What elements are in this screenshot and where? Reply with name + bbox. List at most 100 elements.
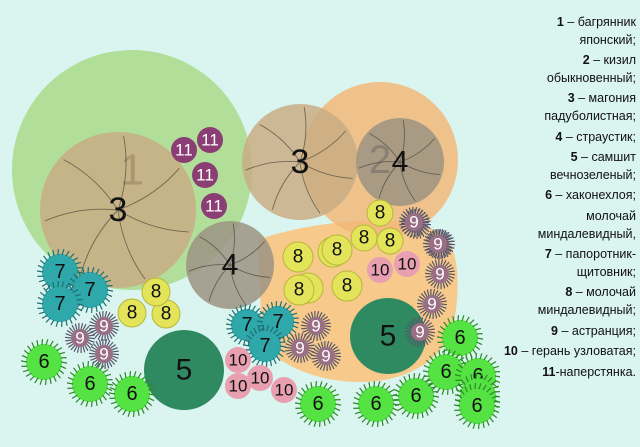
plant-branches [245, 107, 353, 214]
legend-number: 2 [582, 53, 590, 68]
legend-entry: 11-наперстянка. [500, 364, 636, 382]
plant-branches [188, 223, 270, 305]
plant-number-label: 7 [259, 335, 270, 357]
legend-entry: 1 – багрянник японский; [500, 14, 636, 49]
plant-crown [42, 286, 78, 322]
plant-number-label: 8 [294, 280, 305, 301]
plant-9a: 9 [64, 323, 96, 353]
plant-crown [405, 213, 423, 231]
plant-number-label: 8 [293, 247, 304, 268]
plant-crown [307, 317, 325, 335]
legend-entry: 9 – астранция; [500, 323, 636, 341]
plant-number-label: 6 [38, 351, 49, 373]
plant-number-label: 9 [433, 235, 442, 254]
plant-number-label: 5 [176, 354, 193, 387]
plant-number-label: 8 [359, 228, 370, 249]
plant-9d: 9 [284, 333, 316, 363]
plant-10a: 10 [367, 257, 393, 283]
plant-number-label: 4 [222, 249, 239, 282]
plant-crown [42, 254, 78, 290]
plant-number-label: 11 [196, 166, 214, 185]
plant-crown [249, 330, 281, 362]
plant-6k: 6 [453, 383, 500, 429]
plant-foliage-edge [294, 381, 342, 427]
plant-crown [283, 274, 315, 306]
plant-crown [114, 376, 150, 412]
plant-6b: 6 [66, 361, 114, 407]
plant-number-label: 6 [84, 373, 95, 395]
plant-11d: 11 [201, 193, 227, 219]
plant-5b: 5 [350, 298, 426, 374]
plant-foliage-edge [284, 333, 316, 363]
plant-number-label: 7 [272, 311, 283, 333]
plant-crown [26, 344, 62, 380]
plant-crown [429, 235, 447, 253]
plant-9f: 9 [300, 311, 332, 341]
plant-number-label: 10 [251, 369, 270, 388]
plant-7c: 7 [36, 281, 84, 327]
legend-number: 5 [570, 150, 578, 165]
plant-crown [141, 277, 171, 307]
plant-8a: 8 [117, 298, 147, 328]
plant-foliage-edge [352, 381, 400, 427]
legend-text: – самшит вечнозеленый; [550, 150, 636, 182]
plant-3b: 3 [242, 104, 358, 220]
plant-crown [367, 257, 393, 283]
plant-number-label: 9 [427, 295, 436, 314]
plant-foliage-edge [64, 323, 96, 353]
legend-entry: молочай миндалевидный, [500, 208, 636, 243]
plant-number-label: 9 [415, 323, 424, 342]
plant-6g: 6 [436, 315, 484, 361]
plant-5a: 5 [144, 330, 224, 410]
plant-crown [459, 388, 495, 424]
plant-number-label: 9 [435, 265, 444, 284]
legend-entry: 8 – молочай миндалевидный; [500, 284, 636, 319]
plant-number-label: 7 [84, 279, 95, 301]
plant-foliage-edge [422, 229, 454, 259]
plant-number-label: 3 [109, 191, 128, 229]
plant-crown [225, 373, 251, 399]
legend-entry: 5 – самшит вечнозеленый; [500, 149, 636, 184]
plant-8k: 8 [283, 274, 315, 306]
plant-crown [331, 270, 363, 302]
plant-foliage-edge [424, 259, 456, 289]
plants-layer: 1233445566666666666777777888888888888999… [12, 50, 500, 429]
plant-3a: 3 [40, 132, 196, 288]
plant-crown [321, 234, 353, 266]
plant-11c: 11 [192, 162, 218, 188]
plant-9j: 9 [416, 289, 448, 319]
plant-foliage-edge [66, 361, 114, 407]
plant-foliage-edge [404, 317, 436, 347]
plant-crown [231, 309, 263, 341]
plant-number-label: 5 [380, 320, 397, 353]
plant-11a: 11 [171, 137, 197, 163]
plant-number-label: 7 [54, 261, 65, 283]
plant-number-label: 8 [161, 304, 172, 325]
legend-text: молочай миндалевидный, [537, 208, 636, 241]
plant-foliage-edge [108, 371, 156, 417]
plant-9c: 9 [88, 339, 120, 369]
plant-number-label: 9 [295, 339, 304, 358]
plant-number-label: 11 [201, 131, 219, 150]
plant-number-label: 11 [175, 141, 193, 160]
plant-6h: 6 [422, 349, 470, 395]
legend-text: – герань узловатая; [517, 344, 636, 359]
plant-10c: 10 [225, 347, 251, 373]
plant-number-label: 11 [205, 197, 223, 216]
plant-9i: 9 [424, 259, 456, 289]
plant-10b: 10 [394, 251, 420, 277]
plant-foliage-edge [416, 289, 448, 319]
plant-crown [282, 241, 314, 273]
plant-number-label: 6 [410, 385, 421, 407]
plant-foliage-edge [36, 281, 84, 327]
plant-6a: 6 [20, 339, 68, 385]
legend-text: – астранция; [557, 323, 636, 338]
plant-9l: 9 [398, 207, 430, 237]
legend-text: – хаконехлоя; [552, 188, 636, 203]
plant-number-label: 6 [370, 393, 381, 415]
plant-number-label: 6 [472, 365, 483, 387]
plant-crown [271, 377, 297, 403]
plant-number-label: 7 [241, 314, 252, 336]
plant-number-label: 10 [275, 381, 294, 400]
plant-crown [225, 347, 251, 373]
